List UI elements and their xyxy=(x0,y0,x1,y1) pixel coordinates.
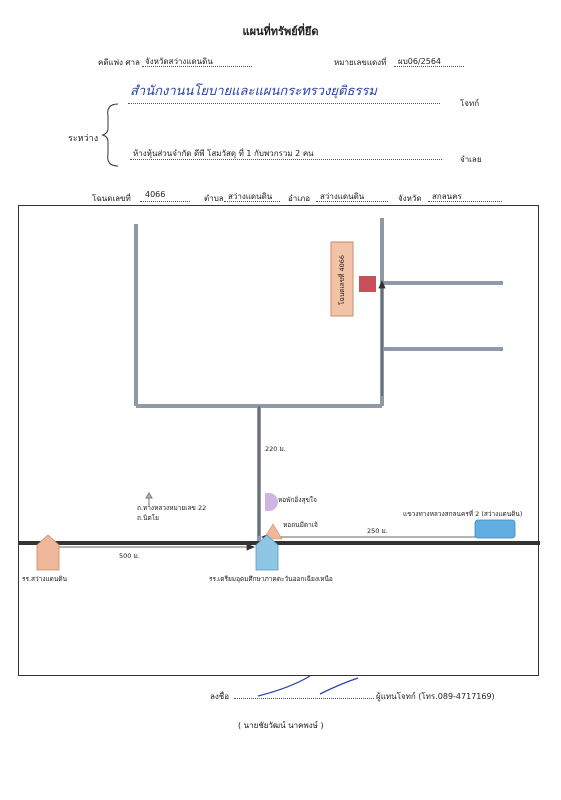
highway-office-icon xyxy=(474,519,516,539)
sign-underline xyxy=(234,698,374,699)
province-value: สกลนคร xyxy=(432,192,462,201)
province-underline xyxy=(428,201,502,202)
parcel-rect xyxy=(330,241,354,317)
school-1-label: รร.สว่างแดนดิน xyxy=(22,575,68,583)
parcel-marker xyxy=(359,276,376,292)
water-tower-label: หอพักอิ่งสุขใจ xyxy=(278,496,317,504)
court-value: จังหวัดสว่างแดนดิน xyxy=(145,57,213,66)
defendant-underline xyxy=(130,159,442,160)
road-label-2: ถ.นิตโย xyxy=(137,514,159,522)
arrow-500-head xyxy=(246,543,256,551)
signature-scribble xyxy=(257,675,359,697)
case-value: ผบ06/2564 xyxy=(398,57,441,66)
parcel-label: โฉนดเลขที่ 4066 xyxy=(338,254,346,306)
side-roads xyxy=(134,218,503,542)
district-value: สว่างแดนดิน xyxy=(320,192,365,201)
distance-220: 220 ม. xyxy=(265,445,286,453)
subdistrict-underline xyxy=(224,201,280,202)
clock-tower-icon xyxy=(263,523,283,540)
district-underline xyxy=(316,201,388,202)
sign-label: ลงชื่อ xyxy=(210,692,230,701)
plaintiff-value: สำนักงานนโยบายและแผนกระทรวงยุติธรรม xyxy=(130,84,377,99)
brace-icon xyxy=(101,103,119,167)
plaintiff-label: โจทก์ xyxy=(460,99,480,108)
province-label: จังหวัด xyxy=(398,194,422,203)
school-2-icon xyxy=(255,534,279,571)
clock-tower-label: หอถนมีตาเจ้ xyxy=(283,521,318,529)
page-title: แผนที่ทรัพย์ที่ยึด xyxy=(242,25,319,38)
sign-name: ( นายชัยวัฒน์ นาคพงษ์ ) xyxy=(238,721,324,730)
highway-office-label: แขวงทางหลวงสกลนครที่ 2 (สว่างแดนดิน) xyxy=(403,510,523,518)
deed-underline xyxy=(140,201,190,202)
subdistrict-value: สว่างแดนดิน xyxy=(228,192,273,201)
distance-500: 500 ม. xyxy=(119,552,140,560)
north-arrow-icon xyxy=(145,492,153,506)
distance-250: 250 ม. xyxy=(367,527,388,535)
case-underline xyxy=(394,66,464,67)
sign-role: ผู้แทนโจทก์ (โทร.089-4717169) xyxy=(376,692,495,701)
defendant-value: ห้างหุ้นส่วนจำกัด ดีพี โสมวัสดุ ที่ 1 กั… xyxy=(133,149,314,158)
court-underline xyxy=(142,66,252,67)
court-label: คดีแพ่ง ศาล xyxy=(98,58,140,67)
subdistrict-label: ตำบล xyxy=(204,194,224,203)
plaintiff-underline xyxy=(128,103,440,104)
map-frame: โฉนดเลขที่ 4066 220 ม. 250 ม. 500 ม. ถ.ท… xyxy=(18,205,540,676)
deed-label: โฉนดเลขที่ xyxy=(92,194,131,203)
deed-value: 4066 xyxy=(145,190,166,199)
road-label-1: ถ.ทางหลวงหมายเลข 22 xyxy=(137,504,207,512)
school-2-label: รร.เตรียมอุดมศึกษาภาคตะวันออกเฉียงเหนือ xyxy=(209,575,333,583)
district-label: อำเภอ xyxy=(288,194,311,203)
defendant-label: จำเลย xyxy=(460,155,482,164)
water-tower-icon xyxy=(265,493,278,511)
school-1-icon xyxy=(36,534,60,571)
case-label: หมายเลขแดงที่ xyxy=(334,58,387,67)
arrow-up-head xyxy=(378,279,386,289)
map-drawing xyxy=(19,218,540,571)
between-label: ระหว่าง xyxy=(68,134,99,144)
